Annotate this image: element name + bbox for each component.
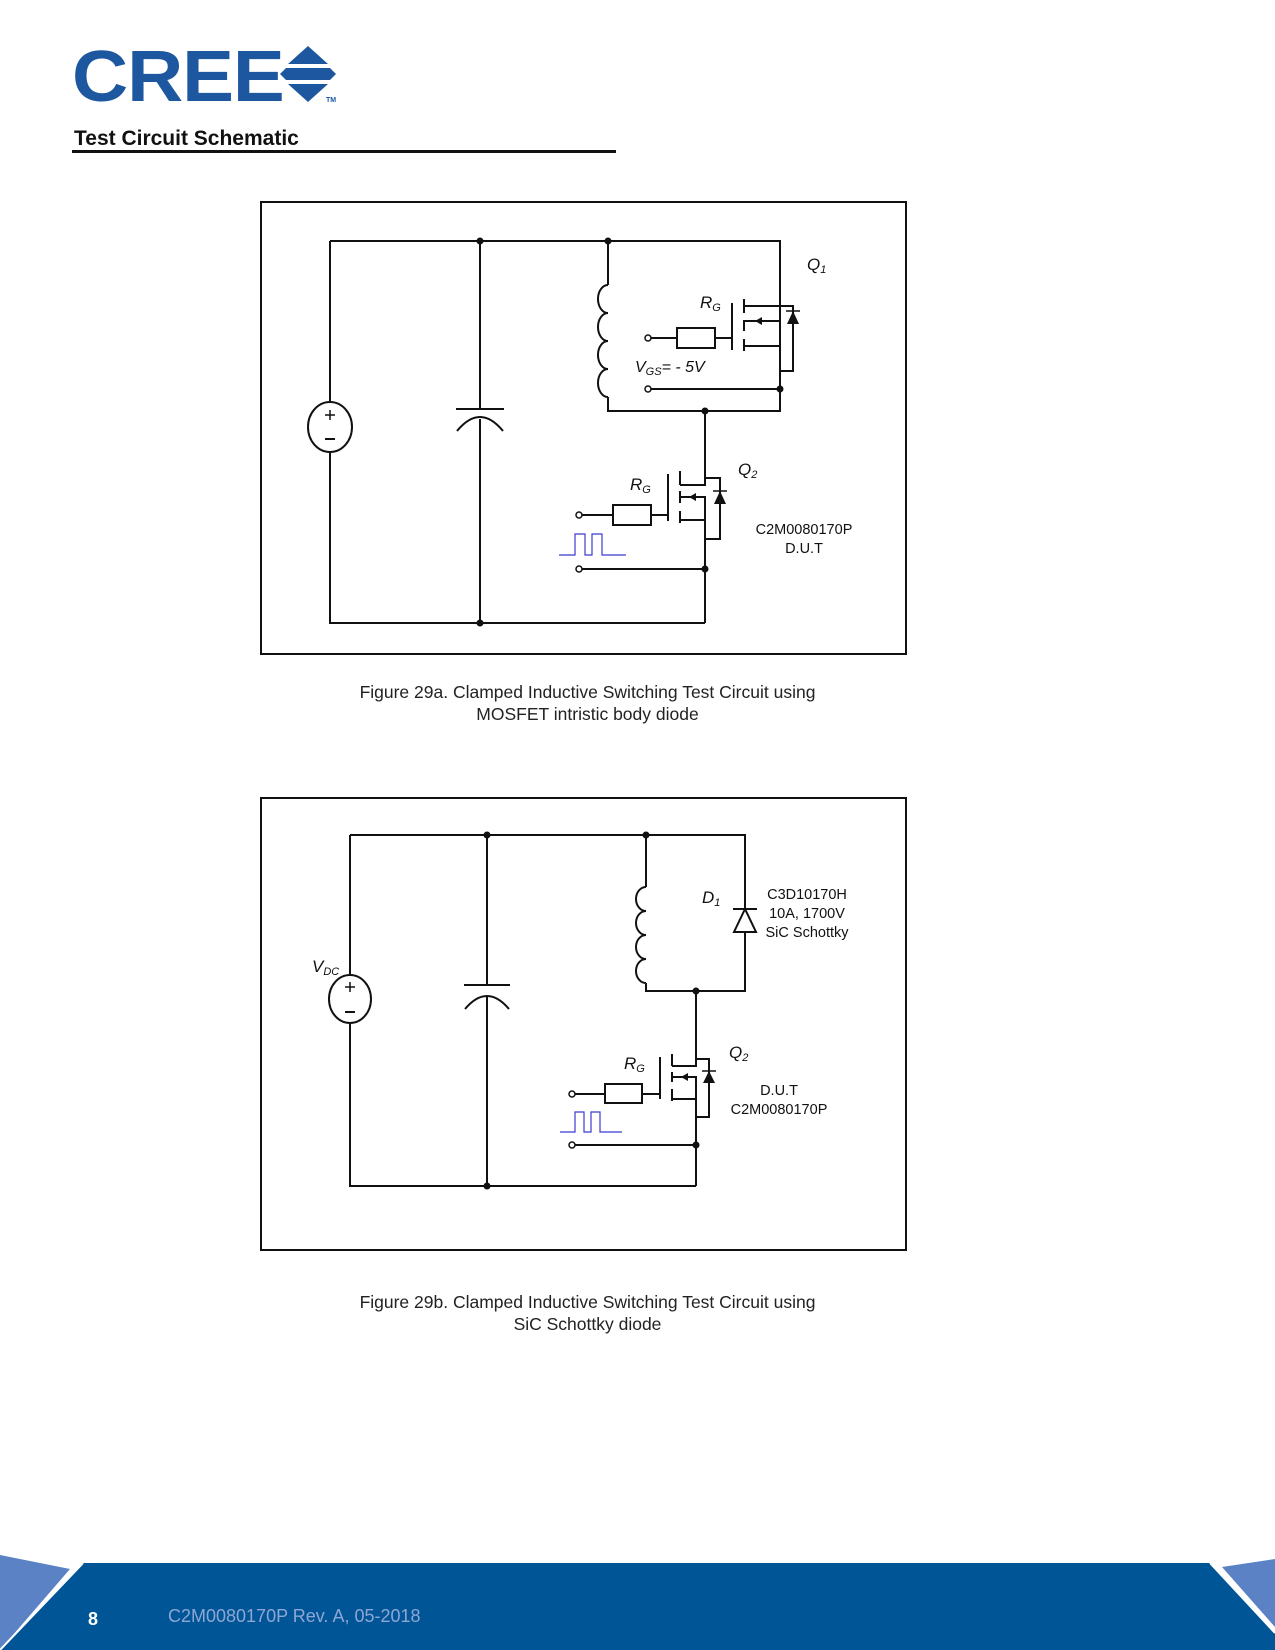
q2-body-diode (703, 1071, 715, 1083)
wire-left-rail (349, 835, 696, 1187)
dut-designation: D.U.T (760, 1083, 798, 1099)
logo-diamond-icon: TM (280, 46, 336, 104)
junction-dot (642, 831, 650, 839)
q2-source-terminal (568, 1141, 576, 1149)
page-footer: 8 C2M0080170P Rev. A, 05-2018 (0, 1555, 1275, 1650)
junction-dot (476, 619, 484, 627)
q2-mosfet-symbol (659, 1054, 710, 1186)
page-number: 8 (88, 1609, 99, 1629)
q1-gate-resistor (676, 327, 716, 349)
gate-pulse-waveform-icon (559, 533, 626, 556)
q1-rg-label: RG (700, 293, 721, 314)
q2-gate-terminal (568, 1090, 576, 1098)
cree-logo: CREE TM (72, 37, 342, 117)
q2-internal-arrow (681, 1073, 688, 1081)
inductor-symbol (635, 835, 746, 992)
caption-line: Figure 29b. Clamped Inductive Switching … (359, 1292, 816, 1312)
junction-dot (483, 831, 491, 839)
q2-gate-resistor (604, 1083, 643, 1104)
q1-internal-arrow (755, 317, 762, 325)
figure-29a-schematic: Q1 RG VGS= - 5V Q2 RG C2M0080170P D.U.T (260, 201, 907, 655)
q2-label: Q2 (729, 1043, 749, 1064)
q2-gate-terminal (575, 511, 583, 519)
wire-top-rail (350, 834, 746, 887)
dut-part-number: C2M0080170P (730, 1102, 828, 1118)
logo-trademark: TM (326, 97, 336, 104)
junction-dot (476, 237, 484, 245)
junction-dot (776, 385, 784, 393)
q2-rg-label: RG (630, 475, 651, 496)
dut-designation: D.U.T (785, 541, 823, 557)
footer-banner (0, 1555, 1275, 1650)
source-plus-sign (345, 982, 355, 992)
dc-source-symbol (307, 401, 353, 453)
inductor-symbol (597, 241, 781, 412)
q1-label: Q1 (807, 255, 827, 276)
logo-wordmark: CREE (72, 37, 285, 117)
junction-dot (701, 565, 709, 573)
junction-dot (483, 1182, 491, 1190)
dut-part-label: D.U.T C2M0080170P (724, 1082, 834, 1120)
vgs-label: VGS= - 5V (635, 359, 705, 378)
figure-29b-caption: Figure 29b. Clamped Inductive Switching … (260, 1291, 915, 1335)
q1-source-terminal (644, 385, 652, 393)
gate-pulse-waveform-icon (560, 1111, 622, 1133)
source-plus-sign (325, 410, 335, 420)
section-title: Test Circuit Schematic (74, 127, 299, 150)
figure-29b-schematic: VDC D1 C3D10170H 10A, 1700V SiC Schottky… (260, 797, 907, 1251)
vdc-label: VDC (312, 957, 340, 978)
wire-left-rail (329, 241, 705, 624)
q2-label: Q2 (738, 460, 758, 481)
schematic-29b-drawing (328, 831, 758, 1190)
diode-type: SiC Schottky (765, 925, 849, 941)
wire-top-rail (330, 240, 781, 285)
capacitor-symbol (464, 835, 510, 1186)
q1-body-diode (787, 311, 799, 324)
q2-body-diode (714, 491, 726, 504)
schematic-29a-drawing (307, 237, 800, 627)
q2-internal-arrow (689, 493, 696, 501)
q1-mosfet-symbol (731, 285, 794, 372)
junction-dot (692, 1141, 700, 1149)
document-revision: C2M0080170P Rev. A, 05-2018 (168, 1606, 421, 1626)
q2-gate-resistor (612, 504, 652, 526)
capacitor-symbol (456, 241, 504, 623)
dc-source-symbol (328, 974, 372, 1024)
figure-29a-caption: Figure 29a. Clamped Inductive Switching … (260, 681, 915, 725)
d1-label: D1 (702, 888, 721, 909)
dut-part-label: C2M0080170P D.U.T (744, 521, 864, 559)
dut-part-number: C2M0080170P (755, 522, 853, 538)
caption-line: MOSFET intristic body diode (476, 704, 699, 724)
caption-line: Figure 29a. Clamped Inductive Switching … (359, 682, 816, 702)
q2-source-terminal (575, 565, 583, 573)
diode-part-number: C3D10170H (767, 887, 847, 903)
section-title-underline (72, 150, 616, 153)
caption-line: SiC Schottky diode (513, 1314, 662, 1334)
q1-gate-terminal (644, 334, 652, 342)
d1-part-label: C3D10170H 10A, 1700V SiC Schottky (757, 886, 857, 943)
q2-mosfet-symbol (667, 471, 721, 623)
d1-schottky-diode (732, 906, 758, 933)
junction-dot (604, 237, 612, 245)
q2-rg-label: RG (624, 1054, 645, 1075)
diode-rating: 10A, 1700V (769, 906, 845, 922)
